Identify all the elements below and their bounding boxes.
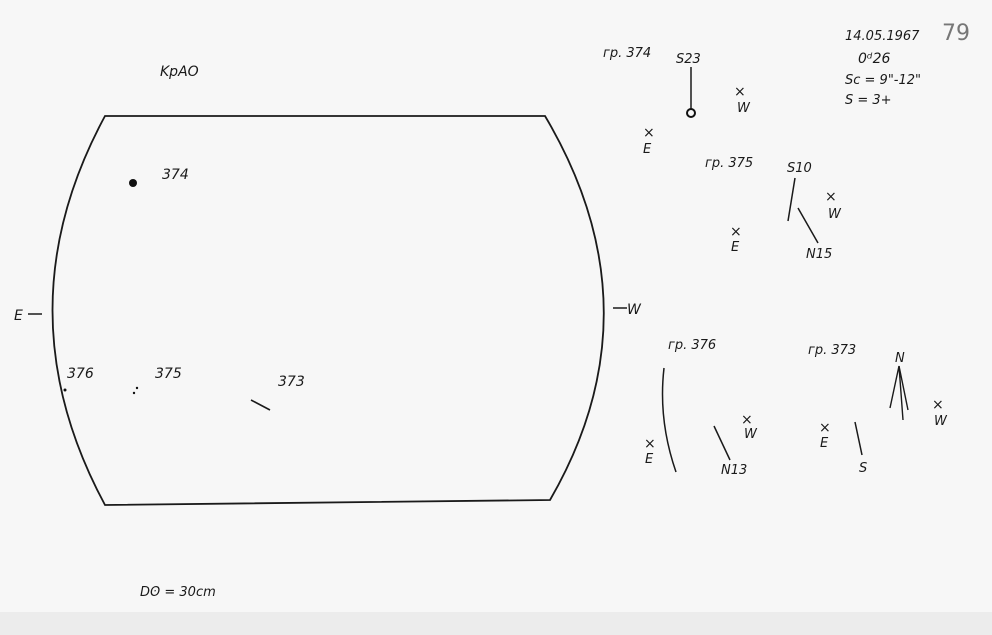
sunspot-375a — [132, 391, 136, 395]
detail-375-e: E — [731, 240, 740, 255]
detail-374-spot — [686, 108, 696, 118]
detail-375-n15: N15 — [806, 247, 832, 262]
detail-376-arc — [661, 367, 677, 473]
detail-376-e-mark: × — [644, 436, 656, 452]
detail-374-s23: S23 — [676, 52, 701, 67]
detail-373-e: E — [820, 436, 829, 451]
detail-376-w-mark: × — [741, 412, 753, 428]
detail-376-w: W — [744, 427, 758, 442]
sunspot-376 — [63, 388, 67, 392]
group-label-373: 373 — [278, 374, 305, 390]
sunspot-373 — [250, 399, 271, 411]
west-label: W — [627, 302, 642, 318]
scan-edge — [0, 612, 992, 635]
detail-title-376: гр. 376 — [668, 338, 716, 353]
detail-375-s10: S10 — [787, 161, 812, 176]
group-label-374: 374 — [162, 167, 189, 183]
detail-375-line-s — [787, 177, 796, 222]
detail-375-w: W — [828, 207, 842, 222]
detail-374-e: E — [643, 142, 652, 157]
detail-373-s: S — [859, 461, 867, 476]
page-number: 79 — [942, 21, 970, 46]
east-label: E — [14, 308, 23, 324]
time: 0ᵈ26 — [858, 51, 890, 67]
detail-374-e-mark: × — [643, 125, 655, 141]
detail-title-375: гр. 375 — [705, 156, 753, 171]
seeing: Sc = 9"-12" — [845, 73, 921, 88]
diameter-note: Dʘ = 30cm — [140, 585, 216, 600]
detail-375-e-mark: × — [730, 224, 742, 240]
detail-373-n-line2 — [898, 365, 909, 411]
detail-374-w: W — [737, 101, 751, 116]
detail-373-n: N — [895, 351, 905, 366]
detail-373-line-s — [854, 421, 863, 456]
sunspot-375b — [135, 386, 139, 390]
detail-375-w-mark: × — [825, 189, 837, 205]
detail-376-e: E — [645, 452, 654, 467]
detail-376-line — [713, 425, 731, 461]
detail-title-374: гр. 374 — [603, 46, 651, 61]
detail-title-373: гр. 373 — [808, 343, 856, 358]
quality: S = 3+ — [845, 93, 892, 108]
detail-375-line-n — [797, 207, 819, 244]
observatory-label: KpAO — [160, 64, 199, 80]
detail-374-w-mark: × — [734, 84, 746, 100]
detail-376-n13: N13 — [721, 463, 747, 478]
date: 14.05.1967 — [845, 29, 920, 44]
sunspot-374 — [129, 179, 137, 187]
detail-373-e-mark: × — [819, 420, 831, 436]
detail-373-w-mark: × — [932, 397, 944, 413]
detail-373-w: W — [934, 414, 948, 429]
solar-disk-outline — [51, 115, 605, 506]
group-label-375: 375 — [155, 366, 182, 382]
group-label-376: 376 — [67, 366, 94, 382]
